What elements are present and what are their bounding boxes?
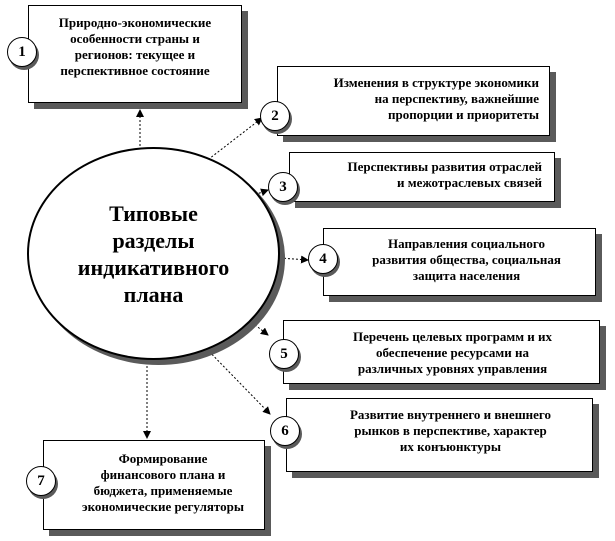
section-number-2: 2 xyxy=(260,101,290,131)
section-box-3: Перспективы развития отраслей и межотрас… xyxy=(289,152,555,202)
section-number-5: 5 xyxy=(269,339,299,369)
section-5-line: обеспечение ресурсами на xyxy=(375,345,530,360)
section-5-line: Перечень целевых программ и их xyxy=(352,329,553,344)
section-2-line: пропорции и приоритеты xyxy=(387,107,539,122)
arrow-to-section-4 xyxy=(279,255,309,264)
section-6-line: Развитие внутреннего и внешнего xyxy=(349,407,552,422)
section-4-line: защита населения xyxy=(412,268,521,283)
section-3-line: Перспективы развития отраслей xyxy=(347,159,542,174)
section-5-line: различных уровнях управления xyxy=(357,361,548,376)
section-number-4: 4 xyxy=(308,244,338,274)
section-1-line: регионов: текущее и xyxy=(74,47,196,62)
arrow-to-section-5 xyxy=(235,309,269,336)
section-3-line: и межотраслевых связей xyxy=(397,175,542,190)
arrow-to-section-6 xyxy=(197,339,271,415)
section-1-line: Природно-экономические xyxy=(58,15,212,30)
section-box-5: Перечень целевых программ и их обеспечен… xyxy=(283,320,600,384)
section-4-line: Направления социального xyxy=(388,236,545,251)
section-box-4: Направления социального развития обществ… xyxy=(323,228,596,296)
section-6-line: их конъюнктуры xyxy=(399,439,502,454)
section-2-line: Изменения в структуре экономики xyxy=(333,75,539,90)
section-7-line: Формирование xyxy=(118,451,208,466)
section-4-line: развития общества, социальная xyxy=(372,252,561,267)
center-ellipse: Типовые разделы индикативного плана xyxy=(27,147,280,360)
center-title: Типовые разделы индикативного плана xyxy=(77,200,230,307)
arrow-to-section-2 xyxy=(204,117,263,163)
section-6-line: рынков в перспективе, характер xyxy=(354,423,547,438)
section-box-7: Формирование финансового плана и бюджета… xyxy=(43,440,265,530)
section-2-line: на перспективу, важнейшие xyxy=(374,91,539,106)
section-1-line: особенности страны и xyxy=(70,31,200,46)
section-box-6: Развитие внутреннего и внешнего рынков в… xyxy=(286,398,593,472)
section-box-1: Природно-экономические особенности стран… xyxy=(28,5,242,103)
section-number-3: 3 xyxy=(268,172,298,202)
section-7-line: экономические регуляторы xyxy=(81,499,245,514)
section-number-7: 7 xyxy=(26,466,56,496)
section-7-line: финансового плана и xyxy=(100,467,226,482)
section-1-line: перспективное состояние xyxy=(60,63,210,78)
section-number-1: 1 xyxy=(7,37,37,67)
section-7-line: бюджета, применяемые xyxy=(93,483,233,498)
section-box-2: Изменения в структуре экономики на персп… xyxy=(277,66,550,136)
section-number-6: 6 xyxy=(270,416,300,446)
